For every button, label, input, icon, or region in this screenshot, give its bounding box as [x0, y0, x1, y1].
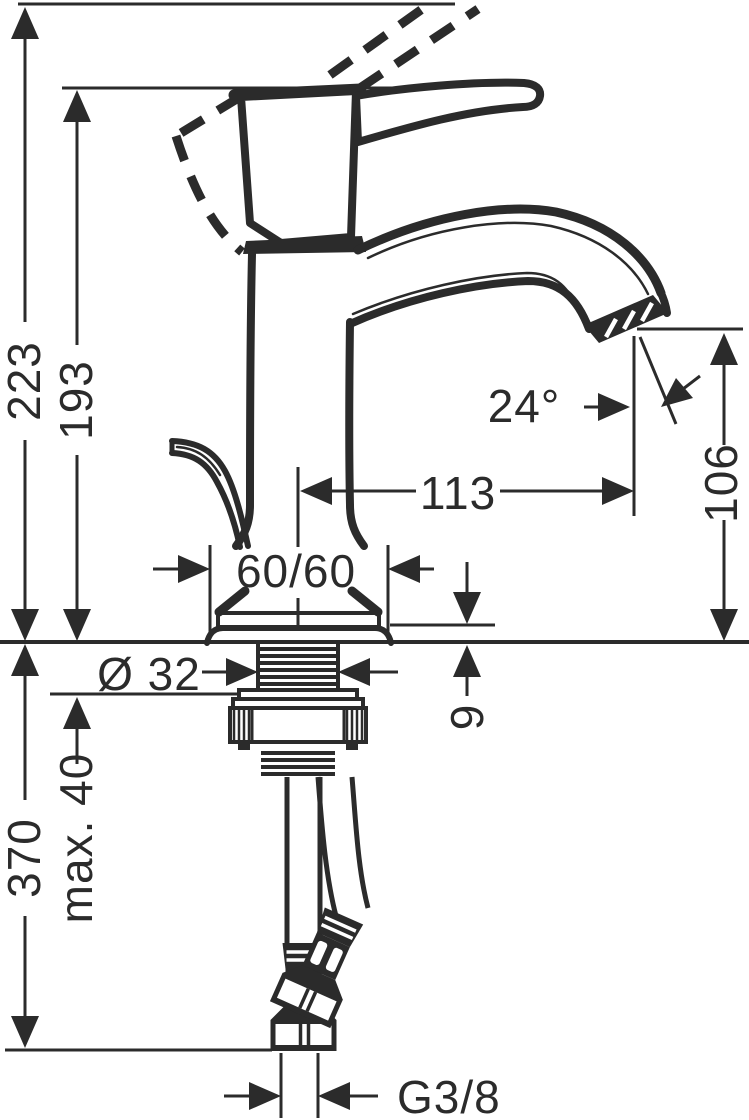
handle-top-edge [228, 83, 367, 101]
shank-threads-lower [261, 751, 335, 776]
aerator-hatch-3 [640, 301, 654, 323]
arrowhead-max40-up [63, 697, 91, 729]
right-hose-right-edge [349, 776, 371, 909]
dashed-handle-edge [173, 93, 243, 140]
label-base-size: 60/60 [236, 545, 356, 597]
spout-bottom-inner [351, 271, 579, 316]
dim-line-24deg-diag [682, 374, 701, 391]
label-hose-length: 370 [0, 818, 50, 898]
arrowhead-113-left [300, 477, 332, 505]
dashed-lever-line-2 [357, 5, 481, 92]
nut-tab-right [346, 742, 358, 750]
spout-top-outer [353, 204, 666, 298]
arrowhead-106-up [710, 333, 738, 365]
base-flare [204, 625, 394, 646]
dimension-arrowheads [11, 7, 738, 1110]
right-hose-left-edge [315, 776, 339, 917]
dashed-handle-arc [171, 134, 245, 256]
shank-threads-upper [259, 647, 337, 686]
popup-rod-bottom [169, 450, 243, 550]
arrowhead-106-down [710, 609, 738, 641]
arrowhead-193-up [63, 90, 91, 122]
aerator-hatching [604, 301, 654, 339]
label-total-height: 223 [0, 341, 50, 421]
base-shoulder-left [214, 586, 250, 617]
label-outlet-angle: 24° [488, 380, 561, 432]
outlet-angle-line [638, 336, 678, 425]
arrowhead-370-down [11, 1016, 39, 1048]
arrowhead-g38-left [249, 1082, 281, 1110]
dashed-lever-line-1 [327, 0, 435, 79]
body-right-edge [345, 318, 368, 550]
arrowhead-g38-right [318, 1082, 350, 1110]
arrowhead-113-right [602, 477, 634, 505]
arrowhead-d32-right [338, 658, 370, 686]
label-base-plate-height: 9 [441, 704, 493, 731]
mounting-nut-hatch-right [345, 709, 364, 741]
aerator-hatch-1 [604, 317, 618, 339]
threaded-shank [228, 643, 368, 776]
supply-hoses [268, 776, 376, 1053]
base-shoulder-right [347, 586, 383, 617]
arrowhead-223-down [11, 609, 39, 641]
aerator-hatch-2 [622, 309, 636, 331]
arrowhead-9-down [453, 592, 481, 624]
arrowhead-370-up [11, 644, 39, 676]
arrowhead-24deg-diag [661, 378, 693, 407]
arrowhead-193-down [63, 609, 91, 641]
body-top-band [243, 236, 366, 254]
arrowhead-24deg [598, 393, 630, 421]
label-max-counter-thickness: max. 40 [50, 753, 102, 924]
label-connection-thread: G3/8 [397, 1071, 501, 1120]
spout-top-inner [366, 221, 650, 296]
nut-tab-left [238, 742, 250, 750]
mounting-nut-hatch-left [232, 709, 251, 741]
aerator [584, 295, 668, 343]
label-spout-reach: 113 [420, 467, 496, 519]
arrowhead-60-left [178, 555, 210, 583]
spout-bottom-outer [346, 277, 593, 333]
spout-tip-edge [656, 287, 671, 317]
dimension-lines [23, 38, 726, 1098]
arrowhead-d32-left [226, 658, 258, 686]
popup-rod-top [169, 438, 251, 549]
popup-rod-inner [175, 445, 222, 477]
arrowhead-60-right [388, 555, 420, 583]
handle-lever [352, 78, 545, 146]
faucet-outline [169, 0, 671, 1053]
label-handle-height: 193 [50, 360, 102, 440]
handle-body [237, 87, 360, 247]
dimension-labels: 223 193 113 24° 106 60/60 Ø 32 9 370 max… [0, 341, 747, 1120]
label-outlet-height: 106 [695, 443, 747, 523]
label-hole-diameter: Ø 32 [97, 648, 201, 700]
mounting-nut [228, 706, 368, 744]
arrowhead-223-up [11, 7, 39, 39]
arrowhead-9-up [453, 645, 481, 677]
